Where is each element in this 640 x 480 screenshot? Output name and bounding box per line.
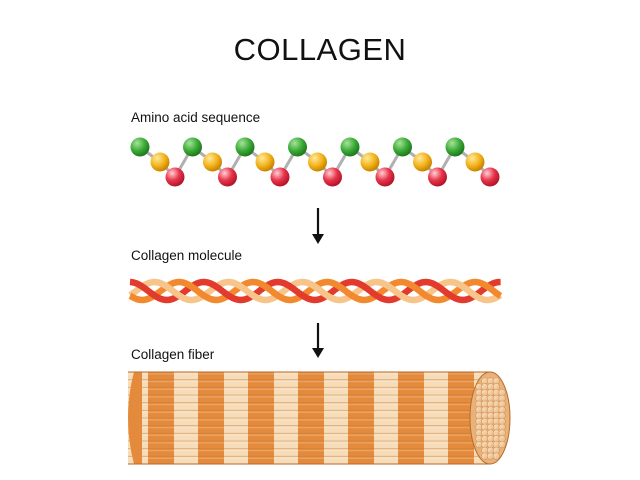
helix-strand-light — [392, 287, 399, 295]
amino-acid-yellow — [255, 152, 275, 172]
fibril-highlight — [128, 426, 490, 429]
helix-strand-orange — [342, 287, 349, 295]
amino-acid-green — [130, 137, 150, 157]
page-title: COLLAGEN — [233, 32, 407, 67]
amino-acid-yellow — [413, 152, 432, 172]
fibril-highlight — [128, 373, 490, 375]
arrow-down-2 — [312, 323, 324, 358]
amino-acid-yellow — [360, 152, 380, 172]
amino-acid-yellow — [465, 152, 485, 172]
label-amino-acid-sequence: Amino acid sequence — [131, 110, 261, 125]
helix-strand-red — [368, 288, 375, 296]
amino-acid-red — [218, 167, 237, 187]
amino-acid-green — [288, 137, 307, 157]
fibril-highlight — [128, 457, 490, 459]
helix-strand-orange — [416, 287, 423, 295]
helix-strand-orange — [194, 287, 201, 295]
amino-acid-green — [340, 137, 360, 157]
amino-acid-red — [480, 167, 500, 187]
fiber-body — [98, 372, 490, 464]
amino-acid-red — [270, 167, 290, 187]
amino-acid-yellow — [308, 152, 327, 172]
amino-acid-green — [235, 137, 255, 157]
fibril-highlight — [128, 380, 490, 383]
fibril-highlight — [128, 434, 490, 436]
helix-strand-light — [318, 287, 325, 295]
fibril-highlight — [128, 411, 490, 413]
amino-acid-red — [323, 167, 342, 187]
fibril-highlight — [128, 419, 490, 421]
amino-acid-green — [393, 137, 412, 157]
amino-acid-red — [428, 167, 447, 187]
helix-strand-light — [466, 287, 473, 295]
helix-strand-light — [170, 287, 177, 295]
fibril-cross-section — [492, 452, 500, 460]
amino-acid-green — [183, 137, 202, 157]
helix-strand-light — [244, 287, 251, 295]
fibril-highlight — [128, 449, 490, 452]
collagen-triple-helix — [128, 278, 503, 304]
helix-strand-red — [442, 288, 449, 296]
helix-strand-red — [294, 288, 301, 296]
fibril-highlight — [128, 442, 490, 444]
helix-strand-red — [220, 288, 227, 296]
fiber-band-dark — [98, 372, 124, 464]
arrow-down-1 — [312, 208, 324, 244]
amino-acid-chain — [130, 137, 500, 187]
fibril-cross-section — [498, 441, 506, 449]
helix-strand-orange — [490, 287, 497, 295]
amino-acid-yellow — [203, 152, 222, 172]
fiber-left-cap — [128, 372, 142, 464]
amino-acid-green — [445, 137, 465, 157]
collagen-fiber-bundle — [98, 371, 511, 465]
fibril-highlight — [128, 403, 490, 406]
amino-acid-red — [165, 167, 185, 187]
label-collagen-molecule: Collagen molecule — [131, 248, 243, 263]
helix-strand-red — [146, 288, 153, 296]
label-collagen-fiber: Collagen fiber — [131, 347, 215, 362]
helix-strand-orange — [268, 287, 275, 295]
fibril-highlight — [128, 388, 490, 390]
fibril-highlight — [128, 396, 490, 398]
amino-acid-yellow — [150, 152, 170, 172]
helix-strand-orange — [128, 292, 134, 300]
amino-acid-red — [375, 167, 395, 187]
fiber-end-cross-section — [128, 371, 511, 465]
